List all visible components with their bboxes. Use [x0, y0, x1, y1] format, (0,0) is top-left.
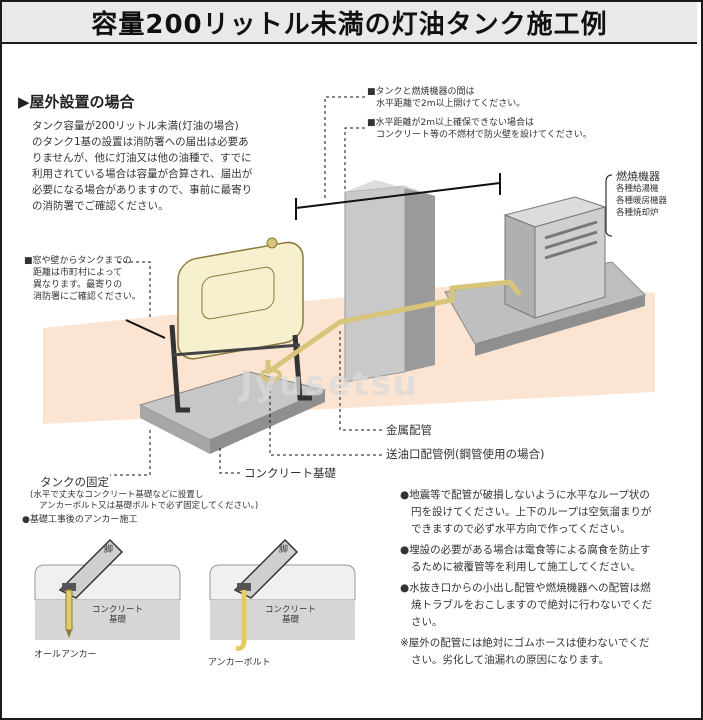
- burner-slab-side: [475, 295, 645, 356]
- note-line: さい。劣化して油漏れの原因になります。: [411, 654, 610, 666]
- concrete-label-2: コンクリート 基礎: [265, 605, 317, 625]
- oil-tank-body: [177, 241, 304, 360]
- burner-vent: [544, 230, 598, 250]
- note-line: ※屋外の配管には絶対にゴムホースは使わないでくだ: [400, 637, 650, 649]
- fire-wall-top: [345, 180, 435, 196]
- concrete-label-1: コンクリート 基礎: [92, 605, 144, 625]
- all-anchor-label: オールアンカー: [34, 650, 97, 660]
- pipe-loop: [260, 368, 282, 382]
- page-title: 容量200リットル未満の灯油タンク施工例: [91, 9, 608, 40]
- metal-pipe-label: 金属配管: [386, 423, 432, 437]
- anchor-detail-anchor-bolt: [209, 538, 356, 651]
- callout-firewall: ■水平距離が2m以上確保できない場合は コンクリート等の不燃材で防火壁を設けてく…: [367, 118, 592, 140]
- burner-vent: [544, 240, 598, 260]
- note-line: できますので必ず水平方向で作ってください。: [411, 523, 631, 535]
- intro-line: の消防署でご確認ください。: [32, 200, 169, 212]
- tank-concrete-slab-front: [140, 405, 210, 454]
- tank-leg-brace: [171, 343, 301, 357]
- tank-fill-cap-icon: [266, 237, 278, 249]
- fire-wall-front: [344, 185, 406, 383]
- oil-tank-panel: [201, 266, 275, 320]
- distance-dimension-line: [295, 182, 501, 209]
- burner-list-bracket: [605, 174, 613, 237]
- tank-concrete-slab-side: [210, 390, 325, 454]
- fixing-title: タンクの固定: [40, 475, 109, 489]
- fire-wall-side: [405, 186, 435, 372]
- concrete-base-label: コンクリート基礎: [244, 466, 336, 480]
- fixing-subtitle: ●基礎工事後のアンカー施工: [22, 515, 138, 525]
- fixing-note: (水平で丈夫なコンクリート基礎などに設置し アンカーボルト又は基礎ボルトで必ず固…: [30, 490, 259, 511]
- leader-concrete-base: [219, 448, 240, 474]
- tank-leg-right: [292, 334, 312, 401]
- burner-label: 燃焼機器 各種給湯機 各種暖房機器 各種焼却炉: [616, 170, 668, 218]
- intro-line: 必要になる場合がありますので、事前に最寄り: [32, 184, 253, 196]
- leader-window: [118, 261, 151, 320]
- leader-metal-pipe: [339, 330, 382, 431]
- intro-text: タンク容量が200リットル未満(灯油の場合) のタンク1基の設置は消防署への届出…: [32, 118, 252, 214]
- note-line: ●埋設の必要がある場合は電食等による腐食を防止す: [400, 544, 651, 556]
- callout-window-distance: ■窓や壁からタンクまでの 距離は市町村によって 異なります。最寄りの 消防署にご…: [24, 256, 141, 302]
- note-line: さい。: [411, 616, 443, 628]
- watermark: Jyusetsu: [238, 364, 419, 404]
- leg-label-2: 脚: [279, 545, 289, 555]
- leg-label-1: 脚: [104, 545, 114, 555]
- title-bar: 容量200リットル未満の灯油タンク施工例: [2, 2, 697, 44]
- intro-line: りませんが、他に灯油又は他の油種で、すでに: [32, 152, 252, 164]
- burner-side: [504, 214, 536, 319]
- triangle-marker-icon: ▶: [18, 93, 30, 111]
- anchor-detail-all-anchor: [34, 538, 181, 640]
- notes-block: ●地震等で配管が破損しないように水平なループ状の 円を設けてください。上下のルー…: [400, 487, 690, 669]
- note-line: 円を設けてください。上下のループは空気溜まりが: [411, 506, 652, 518]
- section-heading: ▶屋外設置の場合: [18, 95, 135, 110]
- note-line: ●地震等で配管が破損しないように水平なループ状の: [400, 489, 650, 501]
- callout-distance: ■タンクと燃焼機器の間は 水平距離で2m以上開けてください。: [367, 87, 526, 109]
- leader-supply-pipe: [269, 385, 382, 456]
- tank-leg-left: [169, 324, 190, 413]
- section-heading-text: 屋外設置の場合: [29, 93, 135, 111]
- note-line: るために被覆管等を利用して施工してください。: [411, 561, 642, 573]
- supply-pipe-label: 送油口配管例(鋼管使用の場合): [386, 447, 545, 461]
- anchor-bolt-label: アンカーボルト: [208, 658, 271, 668]
- leader-firewall: [344, 127, 365, 190]
- note-line: 焼トラブルをおこしますので絶対に行わないでくだ: [411, 599, 653, 611]
- intro-line: 利用されている場合は容量が合算され、届出が: [32, 168, 253, 180]
- intro-line: タンク容量が200リットル未満(灯油の場合): [32, 120, 239, 132]
- leader-distance: [324, 96, 365, 200]
- note-line: ●水抜き口からの小出し配管や燃焼機器への配管は燃: [400, 582, 651, 594]
- leader-fixing: [110, 430, 151, 476]
- burner-vent: [544, 220, 598, 240]
- intro-line: のタンク1基の設置は消防署への届出は必要あ: [32, 136, 249, 148]
- window-distance-marker: [125, 319, 166, 339]
